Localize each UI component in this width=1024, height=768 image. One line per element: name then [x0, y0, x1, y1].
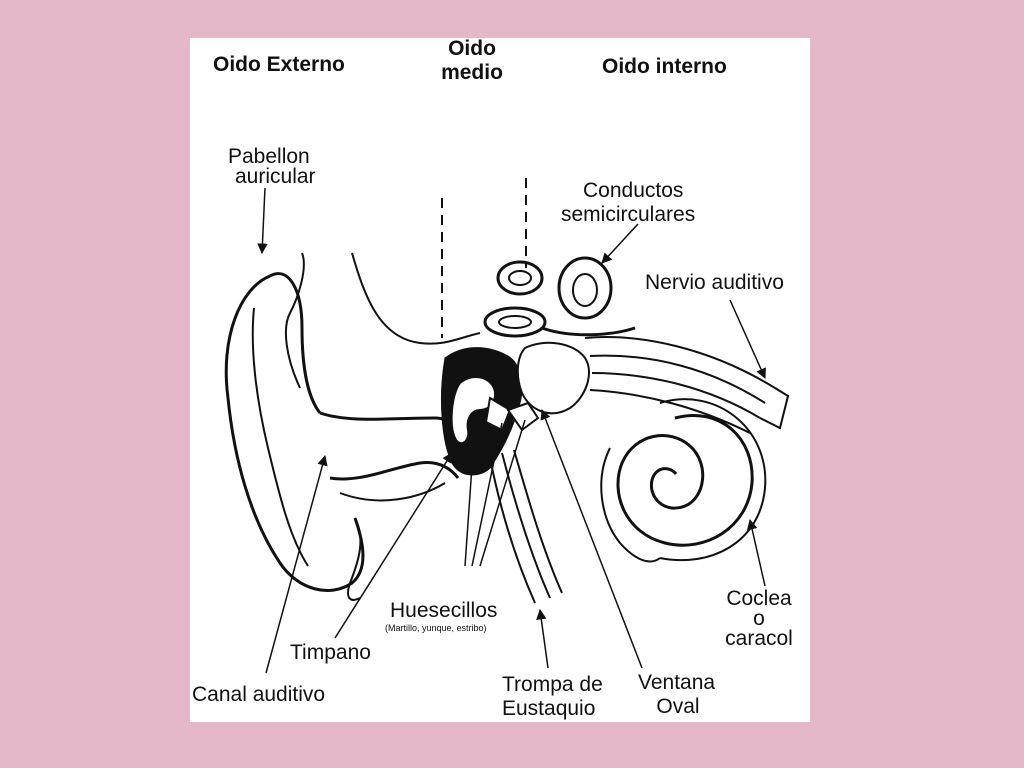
label-ear-canal: Canal auditivo — [192, 683, 326, 706]
label-oval-window-line2: Oval — [656, 695, 700, 718]
leader-eardrum — [334, 452, 453, 639]
label-pinna-line2: auricular — [235, 165, 316, 188]
label-pinna-line1: Pabellon — [228, 145, 310, 168]
leader-lines — [257, 187, 766, 674]
label-oval-window-line1: Ventana — [638, 671, 716, 694]
leader-semicircular — [601, 223, 639, 264]
ear-anatomy-illustration — [224, 178, 790, 674]
leader-ossicle-1 — [464, 422, 476, 567]
label-auditory-nerve: Nervio auditivo — [645, 271, 784, 294]
label-cochlea-line3: caracol — [725, 627, 793, 650]
label-eardrum: Timpano — [290, 641, 371, 664]
cochlea — [600, 398, 767, 563]
leader-ossicle-3 — [479, 419, 526, 567]
leader-ossicle-2 — [471, 422, 503, 567]
label-semicircular-line2: semicirculares — [561, 203, 696, 226]
section-inner-ear: Oido interno — [602, 55, 727, 78]
ear-canal — [319, 411, 462, 502]
label-eustachian-line2: Eustaquio — [502, 697, 596, 720]
label-semicircular-line1: Conductos — [583, 179, 684, 202]
section-outer-ear: Oido Externo — [213, 53, 345, 76]
leader-auditory-nerve — [729, 299, 766, 379]
vestibule — [516, 341, 590, 415]
leader-cochlea — [746, 518, 766, 587]
auditory-nerve — [584, 336, 790, 434]
leader-canal — [265, 454, 328, 674]
label-cochlea-line2: o — [753, 607, 765, 630]
label-ossicles-detail: (Martillo, yunque, estribo) — [385, 623, 487, 633]
semicircular-canals — [483, 256, 636, 338]
label-ossicles: Huesecillos — [390, 599, 498, 622]
label-cochlea-line1: Coclea — [726, 587, 792, 610]
section-middle-ear-line2: medio — [441, 61, 503, 84]
eustachian-tube — [489, 449, 563, 604]
middle-ear — [440, 347, 540, 476]
leader-pinna — [257, 187, 268, 255]
pinna — [224, 252, 365, 601]
label-eustachian-line1: Trompa de — [502, 673, 603, 696]
section-middle-ear-line1: Oido — [448, 37, 496, 60]
diagram-panel: Oido Externo Oido medio Oido interno Pab… — [190, 38, 810, 722]
leader-eustachian — [536, 608, 549, 669]
leader-oval-window — [540, 409, 643, 669]
head-outline — [351, 252, 481, 345]
